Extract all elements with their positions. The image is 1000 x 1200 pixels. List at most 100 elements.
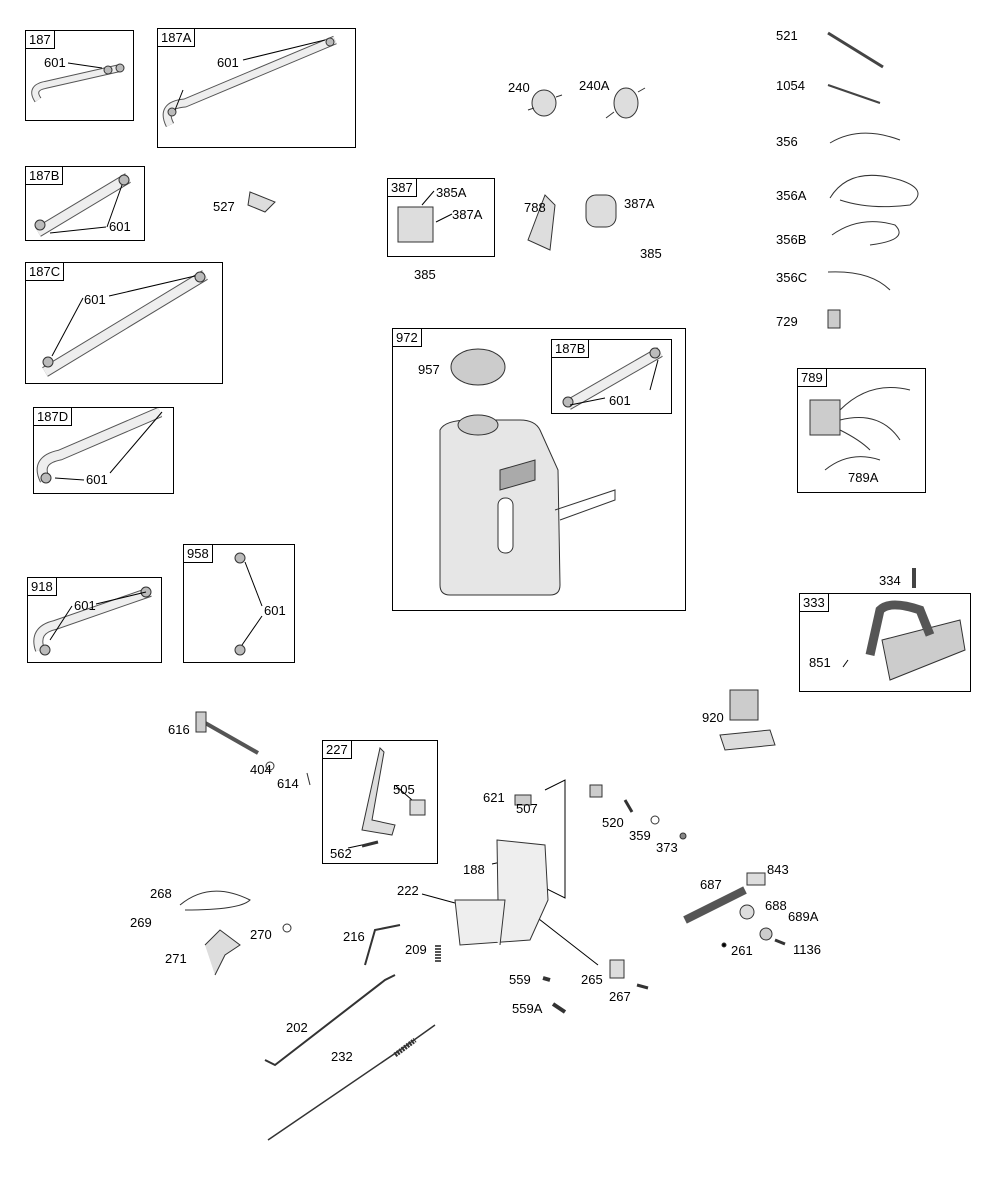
fuel-line-187B	[35, 173, 131, 237]
part-520	[623, 799, 634, 813]
callout-520: 520	[602, 815, 624, 830]
kit-box-227: 227	[322, 740, 438, 864]
callout-1136: 1136	[793, 942, 821, 957]
lever-227	[361, 747, 426, 848]
cable-268-269	[179, 890, 251, 911]
callout-404: 404	[250, 762, 272, 777]
callout-527: 527	[213, 199, 235, 214]
fuel-line-918	[33, 587, 152, 652]
wire-356C	[827, 271, 891, 291]
part-373	[679, 832, 687, 840]
kit-box-187: 187	[25, 30, 134, 121]
callout-601: 601	[74, 598, 96, 613]
pump-387	[397, 206, 434, 243]
box-label: 187C	[25, 262, 65, 281]
callout-222: 222	[397, 883, 419, 898]
callout-687: 687	[700, 877, 722, 892]
part-729	[827, 309, 841, 329]
callout-621: 621	[483, 790, 505, 805]
kit-box-789: 789	[797, 368, 926, 493]
callout-601: 601	[109, 219, 131, 234]
screw-559A	[551, 1002, 567, 1014]
box-label: 227	[322, 740, 352, 759]
callout-261: 261	[731, 943, 753, 958]
kit-box-187A: 187A	[157, 28, 356, 148]
callout-356C: 356C	[776, 270, 808, 285]
nut-270	[282, 923, 292, 933]
callout-729: 729	[776, 314, 798, 329]
clamps	[34, 37, 661, 656]
callout-1054: 1054	[776, 78, 805, 93]
callout-601: 601	[217, 55, 239, 70]
shaft-616	[195, 711, 259, 755]
fuel-filter-240	[527, 89, 563, 117]
box-label: 187A	[157, 28, 196, 47]
callout-359: 359	[629, 828, 651, 843]
lever-687	[683, 886, 747, 924]
part-521	[827, 31, 884, 69]
callout-265: 265	[581, 972, 603, 987]
fuel-filter-240A	[605, 87, 646, 119]
ignition-coil-333	[865, 600, 966, 681]
fuel-tank-972	[439, 348, 616, 596]
callout-268: 268	[150, 886, 172, 901]
callout-788: 788	[524, 200, 546, 215]
pin-614	[306, 772, 311, 786]
kit-box-972: 972	[392, 328, 686, 611]
wire-356	[829, 132, 901, 144]
callout-843: 843	[767, 862, 789, 877]
spring-232	[393, 1038, 417, 1057]
kit-box-187D: 187D	[33, 407, 174, 494]
rod-202	[264, 974, 396, 1067]
washer-404	[265, 761, 275, 771]
callout-562: 562	[330, 846, 352, 861]
callout-356A: 356A	[776, 188, 807, 203]
box-label: 187B	[25, 166, 64, 185]
box-label: 187	[25, 30, 55, 49]
callout-202: 202	[286, 1020, 308, 1035]
kit-box-333: 333	[799, 593, 971, 692]
box-label: 333	[799, 593, 829, 612]
kit-box-387: 387	[387, 178, 495, 257]
callout-688: 688	[765, 898, 787, 913]
callout-601: 601	[44, 55, 66, 70]
box-label: 789	[797, 368, 827, 387]
harness-789	[809, 387, 911, 471]
callout-240A: 240A	[579, 78, 610, 93]
callout-356B: 356B	[776, 232, 807, 247]
box-label: 958	[183, 544, 213, 563]
callout-387A: 387A	[624, 196, 655, 211]
callout-851: 851	[809, 655, 831, 670]
kit-box-187B-inner: 187B	[551, 339, 672, 414]
callout-271: 271	[165, 951, 187, 966]
part-507	[589, 784, 603, 798]
callout-216: 216	[343, 929, 365, 944]
wire-356B	[831, 221, 900, 246]
part-688	[739, 904, 755, 920]
callout-188: 188	[463, 862, 485, 877]
bracket-788	[527, 194, 556, 251]
callout-270: 270	[250, 927, 272, 942]
callout-507: 507	[516, 801, 538, 816]
callout-689A: 689A	[788, 909, 819, 924]
part-359	[650, 815, 660, 825]
callout-505: 505	[393, 782, 415, 797]
callout-559: 559	[509, 972, 531, 987]
box-label: 918	[27, 577, 57, 596]
callout-601: 601	[84, 292, 106, 307]
callout-957: 957	[418, 362, 440, 377]
box-label: 972	[392, 328, 422, 347]
fuel-line-187C	[42, 270, 208, 377]
callout-240: 240	[508, 80, 530, 95]
callout-232: 232	[331, 1049, 353, 1064]
callout-614: 614	[277, 776, 299, 791]
callout-601: 601	[264, 603, 286, 618]
callout-373: 373	[656, 840, 678, 855]
part-265	[609, 959, 625, 979]
part-843	[746, 872, 766, 886]
callout-385: 385	[414, 267, 436, 282]
wire-356A	[829, 174, 919, 208]
part-621	[514, 794, 532, 806]
